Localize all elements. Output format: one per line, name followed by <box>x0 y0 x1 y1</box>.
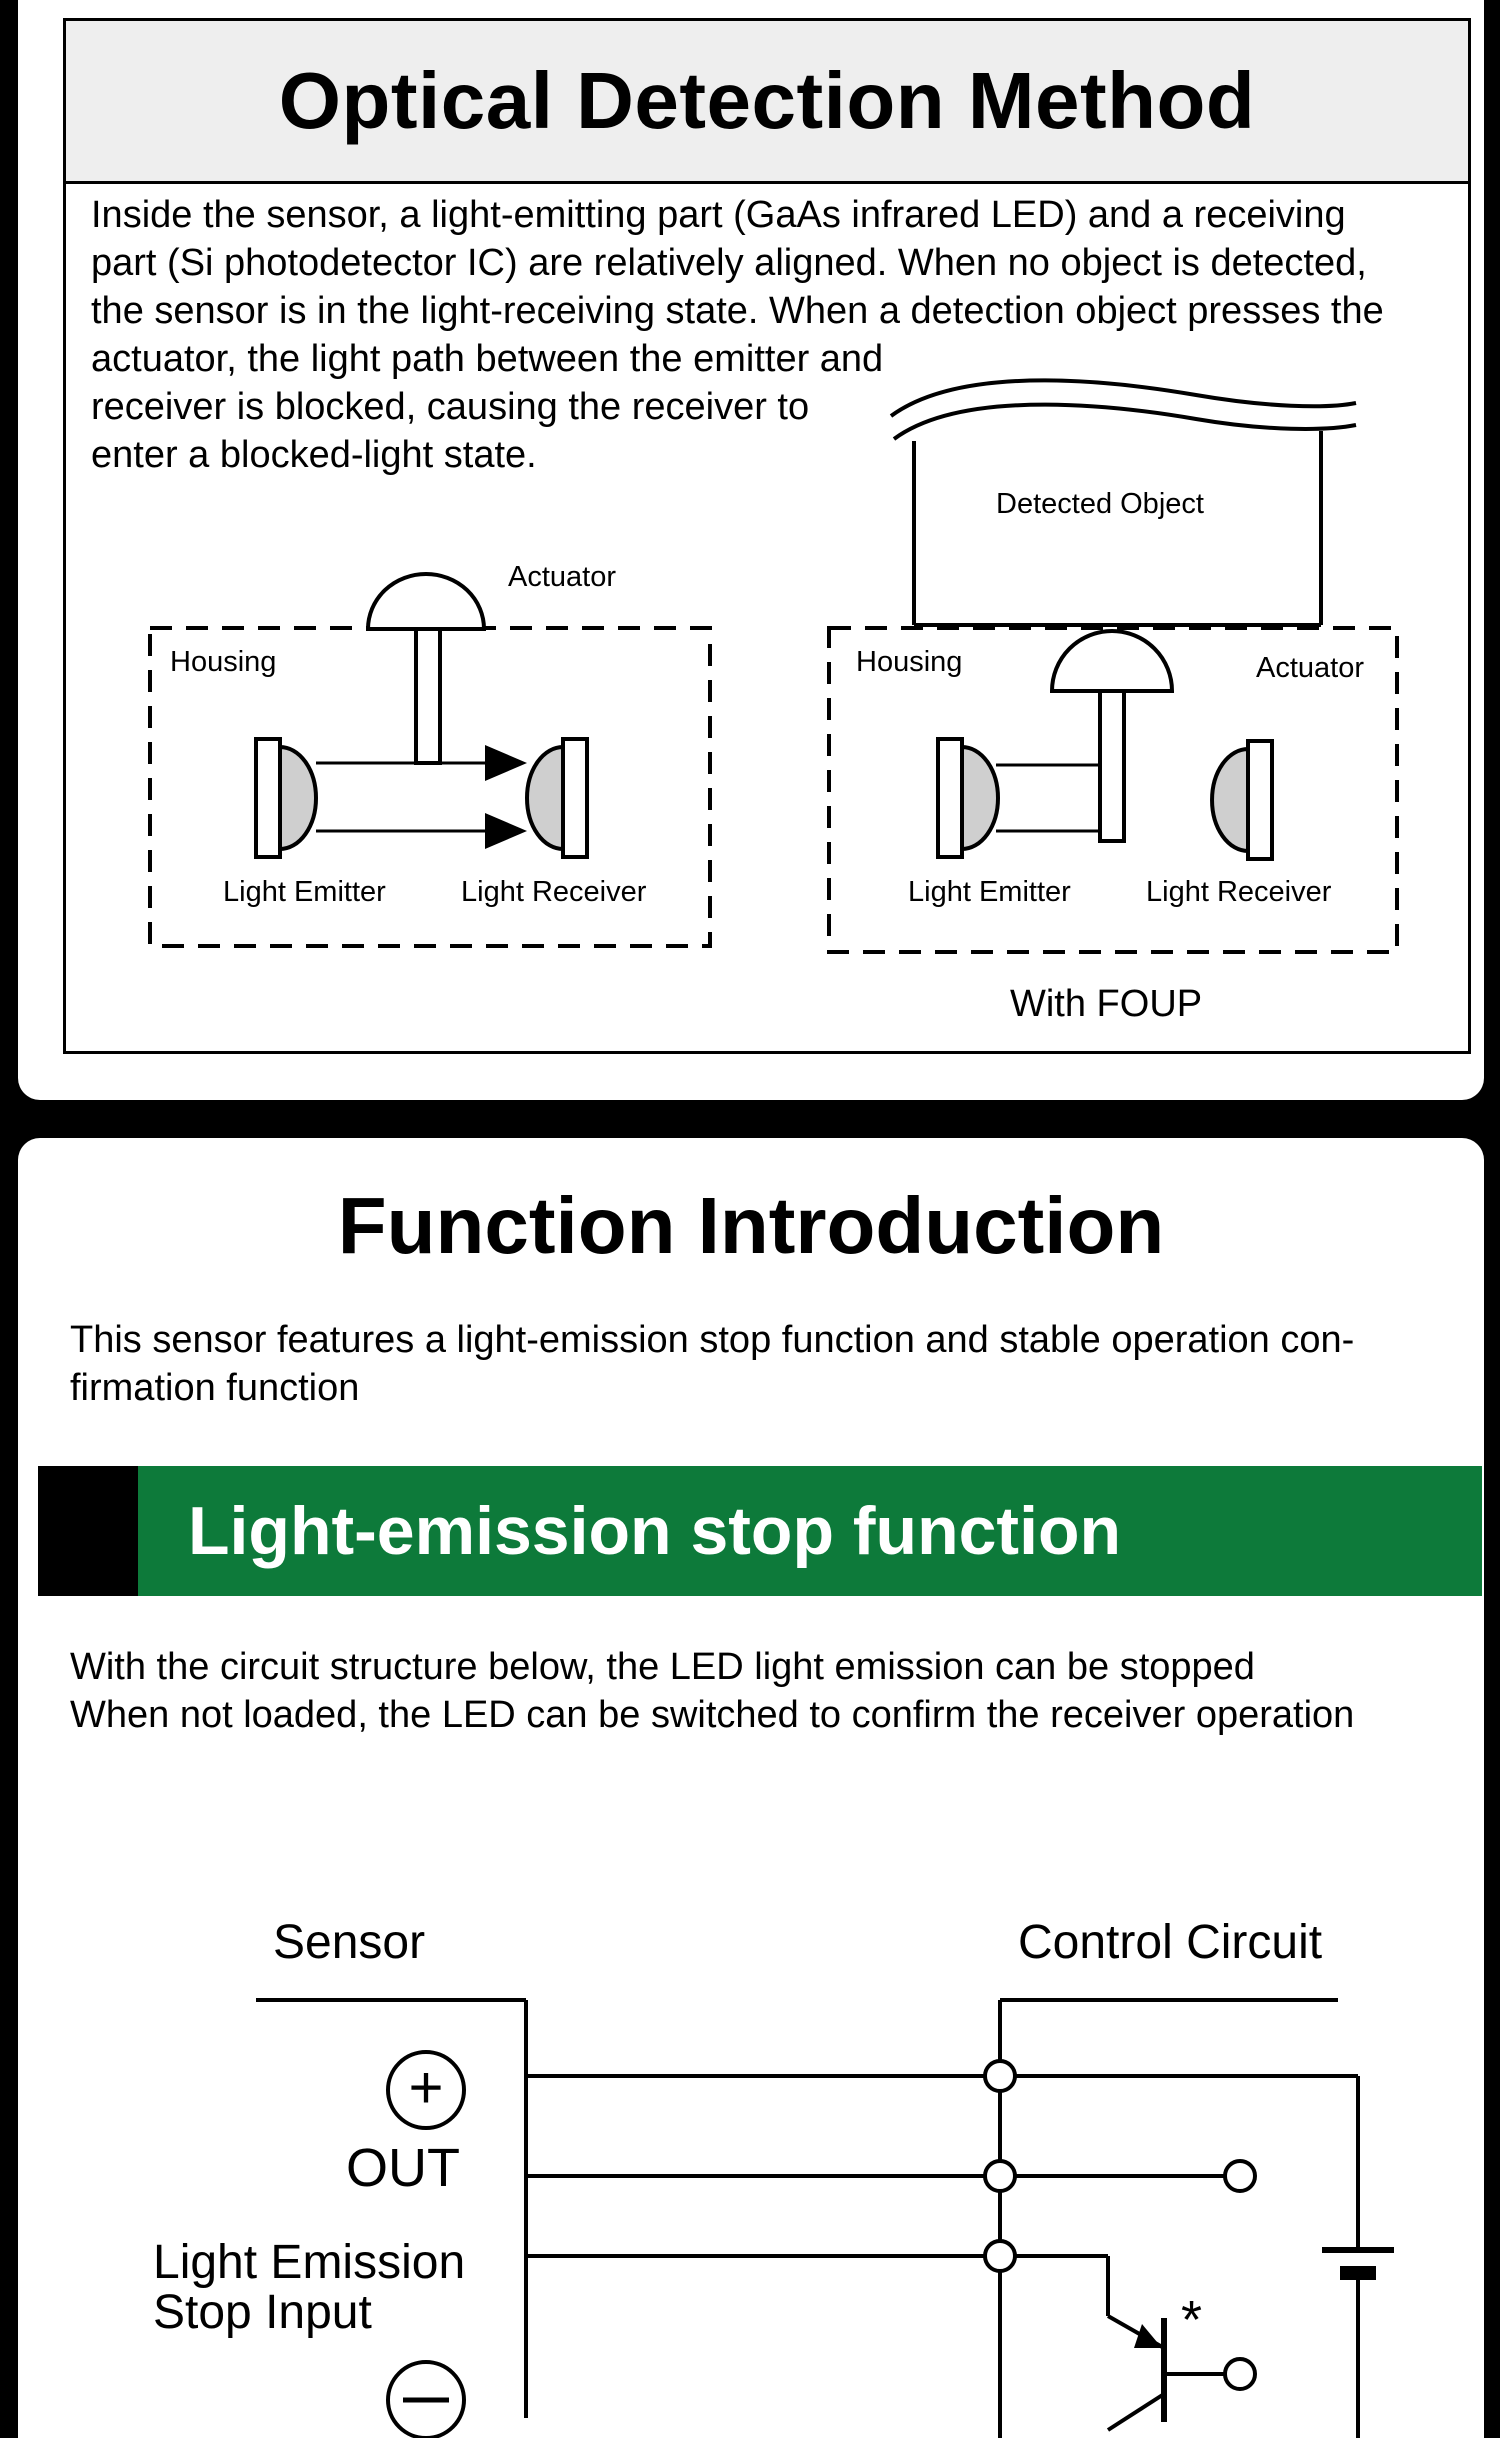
control-circuit-label: Control Circuit <box>1018 1916 1322 1969</box>
with-foup-caption: With FOUP <box>1010 983 1202 1025</box>
sensor-label: Sensor <box>273 1916 425 1969</box>
stop-input-label-line1: Light Emission <box>153 2236 465 2289</box>
desc-line: When not loaded, the LED can be switched… <box>70 1694 1355 1736</box>
actuator-stem <box>1098 689 1126 843</box>
light-receiver-body <box>1246 739 1274 861</box>
optical-detection-description: Inside the sensor, a light-emitting part… <box>91 191 1451 479</box>
plus-symbol: + <box>408 2054 443 2121</box>
stop-input-label-line2: Stop Input <box>153 2286 372 2339</box>
light-receiver-label: Light Receiver <box>1146 876 1332 908</box>
description-line: receiver is blocked, causing the receive… <box>91 386 810 428</box>
circuit-diagram: Sensor Control Circuit + OUT Light Emiss… <box>153 1916 1394 2438</box>
actuator-dome <box>1049 629 1175 693</box>
banner-accent-tab <box>38 1466 138 1596</box>
detected-object-wave-top <box>889 378 1357 418</box>
light-receiver-lens <box>525 744 565 852</box>
actuator-label: Actuator <box>1256 652 1364 684</box>
out-label: OUT <box>346 2138 460 2198</box>
transistor-asterisk: * <box>1181 2290 1202 2350</box>
light-emitter-lens <box>278 744 318 852</box>
description-line: enter a blocked-light state. <box>91 434 537 476</box>
housing-outline <box>827 626 1399 954</box>
light-emitter-body <box>254 737 282 859</box>
light-emitter-label: Light Emitter <box>908 876 1071 908</box>
description-line: Inside the sensor, a light-emitting part… <box>91 194 1346 236</box>
optical-detection-frame: Optical Detection Method Inside the sens… <box>63 18 1471 1054</box>
detected-object-shape <box>914 400 1356 625</box>
optical-detection-title: Optical Detection Method <box>278 56 1256 145</box>
function-introduction-title: Function Introduction <box>337 1181 1165 1270</box>
detected-object-label: Detected Object <box>996 488 1204 520</box>
light-receiver-lens <box>1210 746 1250 854</box>
description-line: actuator, the light path between the emi… <box>91 338 884 380</box>
optical-detection-header: Optical Detection Method <box>66 21 1468 184</box>
node-out <box>983 2159 1017 2193</box>
light-emitter-label: Light Emitter <box>223 876 386 908</box>
light-receiver-body <box>561 737 589 859</box>
housing-outline <box>148 626 712 948</box>
transistor-emitter <box>1106 2392 1166 2432</box>
light-receiver-label: Light Receiver <box>461 876 647 908</box>
description-line: part (Si photodetector IC) are relativel… <box>91 242 1367 284</box>
transistor-collector-arrow <box>1134 2324 1162 2348</box>
plus-terminal-icon <box>386 2050 466 2130</box>
actuator-dome <box>365 572 487 631</box>
detected-object-wave-bottom <box>892 402 1357 441</box>
actuator-stem <box>414 627 442 765</box>
out-terminal <box>1223 2159 1257 2193</box>
light-emission-stop-banner: Light-emission stop function <box>38 1466 1482 1596</box>
light-emitter-lens <box>960 744 1000 852</box>
function-introduction-text: This sensor features a light-emission st… <box>70 1316 1450 1412</box>
intro-line: firmation function <box>70 1367 360 1409</box>
node-plus <box>983 2059 1017 2093</box>
light-emission-stop-description: With the circuit structure below, the LE… <box>70 1643 1450 1739</box>
desc-line: With the circuit structure below, the LE… <box>70 1646 1255 1688</box>
housing-label: Housing <box>170 646 276 678</box>
housing-label: Housing <box>856 646 962 678</box>
light-emission-stop-title: Light-emission stop function <box>188 1493 1122 1569</box>
optical-diagrams: Actuator Housing Light Emitter Light Rec… <box>148 378 1399 1025</box>
optical-detection-card: Optical Detection Method Inside the sens… <box>18 0 1484 1100</box>
function-introduction-card: Function Introduction This sensor featur… <box>18 1138 1484 2438</box>
description-line: the sensor is in the light-receiving sta… <box>91 290 1384 332</box>
intro-line: This sensor features a light-emission st… <box>70 1319 1355 1361</box>
battery-short-plate <box>1340 2266 1376 2280</box>
diagram-no-object: Actuator Housing Light Emitter Light Rec… <box>148 561 712 948</box>
transistor-base-terminal <box>1223 2357 1257 2391</box>
node-stop-input <box>983 2239 1017 2273</box>
actuator-label: Actuator <box>508 561 616 593</box>
diagram-with-object: Detected Object Housing Actuator Light E… <box>827 378 1399 1025</box>
light-emitter-body <box>936 737 964 859</box>
